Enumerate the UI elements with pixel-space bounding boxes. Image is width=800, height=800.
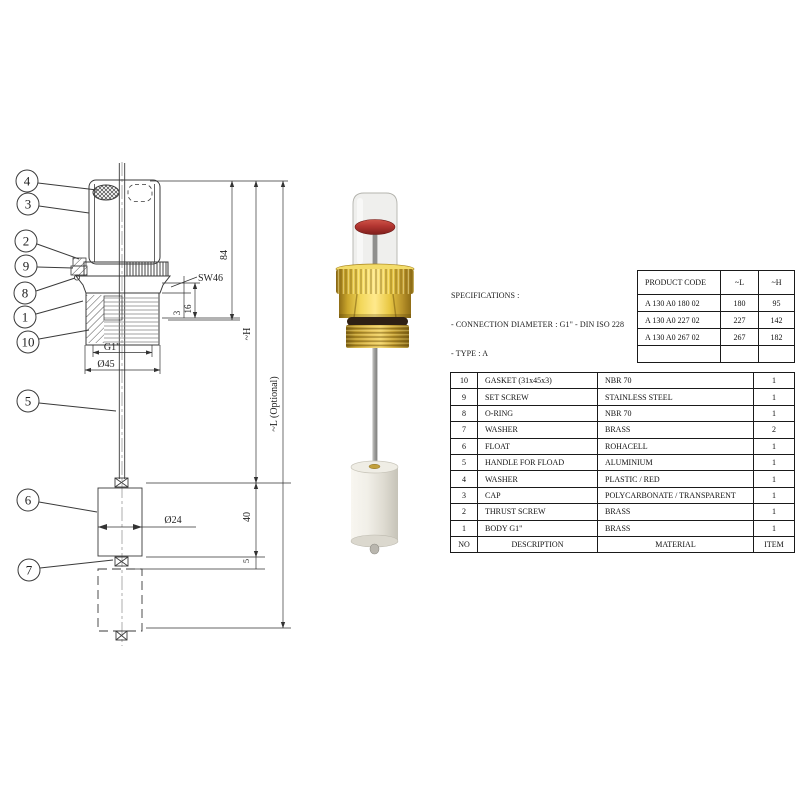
parts-row: 7 WASHER BRASS 2: [450, 421, 795, 439]
section-drawing: [70, 162, 172, 646]
col-material: MATERIAL: [597, 535, 754, 554]
col-L: ~L: [720, 270, 759, 295]
balloon-3: 3: [16, 192, 40, 216]
spec-line: SPECIFICATIONS :: [451, 291, 520, 301]
svg-text:6: 6: [25, 493, 32, 508]
callout-balloons: 4 3 2 9 8 1 10 5 6 7: [13, 169, 117, 582]
product-render: [335, 192, 415, 555]
balloon-6: 6: [16, 488, 40, 512]
dim-d24: Ø24: [164, 515, 181, 526]
balloon-1: 1: [13, 305, 37, 329]
dim-g1: G1": [104, 342, 120, 353]
parts-row: 4 WASHER PLASTIC / RED 1: [450, 470, 795, 488]
product-bottom-knob: [369, 543, 380, 555]
balloon-5: 5: [16, 389, 40, 413]
product-row: A 130 A0 227 02 227 142: [637, 311, 795, 329]
balloon-2: 2: [14, 229, 38, 253]
svg-text:4: 4: [24, 174, 31, 189]
parts-row: 2 THRUST SCREW BRASS 1: [450, 503, 795, 521]
col-item: ITEM: [753, 535, 795, 554]
product-hex-body: [339, 294, 411, 318]
product-row: A 130 A0 267 02 267 182: [637, 328, 795, 346]
parts-row: 5 HANDLE FOR FLOAD ALUMINIUM 1: [450, 453, 795, 472]
svg-text:9: 9: [23, 259, 30, 274]
product-table-header: PRODUCT CODE ~L ~H: [637, 270, 795, 295]
hex-flange: [74, 275, 172, 294]
float-optional-position: [97, 568, 143, 632]
svg-text:2: 2: [23, 234, 30, 249]
product-rod: [372, 340, 378, 468]
dim-3: 3: [172, 310, 182, 315]
dim-l-optional: ~L (Optional): [269, 376, 280, 431]
dim-84: 84: [219, 250, 230, 260]
dimension-lines: [84, 180, 291, 629]
spec-line: - CONNECTION DIAMETER : G1" - DIN ISO 22…: [451, 319, 625, 329]
dimension-labels: 84 SW46 3 16 G1" Ø45 Ø24 ~H 40 5 ~L (Opt…: [97, 250, 280, 563]
parts-row: 3 CAP POLYCARBONATE / TRANSPARENT 1: [450, 486, 795, 505]
parts-row: 8 O-RING NBR 70 1: [450, 404, 795, 423]
svg-text:5: 5: [25, 394, 32, 409]
parts-row: 6 FLOAT ROHACELL 1: [450, 437, 795, 455]
dim-5: 5: [241, 559, 251, 563]
product-code-table: PRODUCT CODE ~L ~H A 130 A0 180 02 180 9…: [637, 270, 795, 363]
product-row-empty: [637, 345, 795, 363]
spec-line: - TYPE : A: [451, 348, 489, 358]
cap-outline: [88, 179, 161, 265]
col-description: DESCRIPTION: [477, 535, 598, 554]
parts-row: 10 GASKET (31x45x3) NBR 70 1: [450, 371, 795, 390]
parts-row: 9 SET SCREW STAINLESS STEEL 1: [450, 388, 795, 406]
svg-text:3: 3: [25, 197, 32, 212]
col-H: ~H: [758, 270, 795, 295]
parts-row: 1 BODY G1" BRASS 1: [450, 519, 795, 537]
product-red-washer: [354, 219, 396, 235]
float-outline: [97, 487, 143, 557]
product-float: [351, 467, 398, 541]
balloon-8: 8: [13, 281, 37, 305]
dim-h: ~H: [242, 328, 253, 341]
product-o-ring: [347, 317, 408, 326]
dim-d45: Ø45: [97, 359, 114, 370]
dim-sw46: SW46: [198, 273, 223, 284]
parts-table-header: NO DESCRIPTION MATERIAL ITEM: [450, 535, 795, 554]
product-row: A 130 A0 180 02 180 95: [637, 294, 795, 312]
col-no: NO: [450, 535, 478, 554]
col-product-code: PRODUCT CODE: [637, 270, 721, 295]
dim-16: 16: [183, 304, 193, 314]
washer-section: [92, 184, 120, 201]
balloon-4: 4: [15, 169, 39, 193]
svg-text:1: 1: [22, 310, 29, 325]
svg-text:10: 10: [22, 335, 35, 350]
dim-40: 40: [242, 512, 253, 522]
svg-text:8: 8: [22, 286, 29, 301]
balloon-10: 10: [16, 330, 40, 354]
parts-list-table: 10 GASKET (31x45x3) NBR 70 1 9 SET SCREW…: [450, 371, 795, 554]
balloon-9: 9: [14, 254, 38, 278]
balloon-7: 7: [17, 558, 41, 582]
svg-text:7: 7: [26, 563, 33, 578]
